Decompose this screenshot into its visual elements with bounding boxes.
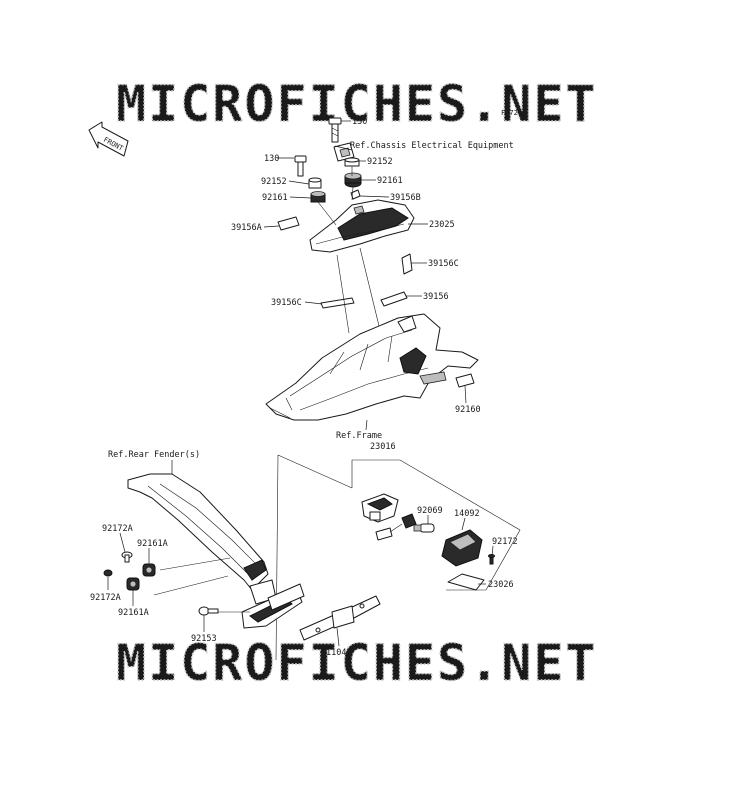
label-39156A: 39156A — [231, 223, 262, 233]
grommet-92161A-upper-icon — [142, 563, 156, 577]
cover-23025-icon — [309, 199, 415, 253]
label-39156: 39156 — [423, 292, 449, 302]
assembly-23016-outline — [275, 454, 521, 661]
socket-icon — [375, 513, 417, 541]
gasket-23026-icon — [447, 573, 485, 591]
lens-cover-14092-icon — [441, 529, 483, 567]
collar-92152-right-icon — [344, 157, 360, 167]
bolt-130-left-icon — [294, 155, 307, 177]
collar-92152-left-icon — [308, 177, 322, 189]
bracket-11045-icon — [299, 595, 381, 641]
grommet-92161A-lower-icon — [126, 577, 140, 591]
label-92069: 92069 — [417, 506, 443, 516]
label-92172: 92172 — [492, 537, 518, 547]
light-housing-23016-icon — [361, 493, 399, 523]
label-92161A-lower: 92161A — [118, 608, 149, 618]
label-92161-left: 92161 — [262, 193, 288, 203]
bolt-130-right-icon — [328, 117, 342, 143]
ref-chassis-electrical: Ref.Chassis Electrical Equipment — [350, 141, 514, 151]
pad-92160-icon — [455, 373, 475, 388]
label-92172A-upper: 92172A — [102, 524, 133, 534]
label-130-left: 130 — [264, 154, 279, 164]
label-92152-left: 92152 — [261, 177, 287, 187]
watermark-top: MICROFICHES.NET — [116, 75, 598, 133]
diagram-code: F2720 — [501, 109, 522, 117]
label-11045: 11045 — [326, 648, 352, 658]
label-130-right: 130 — [352, 117, 367, 127]
label-92160: 92160 — [455, 405, 481, 415]
label-23016: 23016 — [370, 442, 396, 452]
label-92152-right: 92152 — [367, 157, 393, 167]
label-92161-right: 92161 — [377, 176, 403, 186]
bolt-92153-icon — [198, 606, 219, 616]
grommet-92161-left-icon — [310, 191, 326, 203]
label-23025: 23025 — [429, 220, 455, 230]
pad-39156C-right-icon — [401, 253, 413, 275]
screw-92172-icon — [488, 554, 495, 565]
label-39156C-right: 39156C — [428, 259, 459, 269]
label-92153: 92153 — [191, 634, 217, 644]
watermark-bottom: MICROFICHES.NET — [116, 634, 598, 692]
label-92161A-upper: 92161A — [137, 539, 168, 549]
screw-92172A-upper-icon — [121, 551, 133, 563]
label-14092: 14092 — [454, 509, 480, 519]
pad-39156-icon — [380, 291, 408, 307]
grommet-92161-right-icon — [344, 172, 362, 188]
bulb-92069-icon — [413, 523, 435, 533]
label-39156B: 39156B — [390, 193, 421, 203]
ref-rear-fender: Ref.Rear Fender(s) — [108, 450, 200, 460]
plate-light-housing-icon — [241, 583, 305, 629]
screw-92172A-lower-icon — [103, 569, 113, 577]
label-92172A-lower: 92172A — [90, 593, 121, 603]
chassis-connector-icon — [333, 142, 355, 162]
pad-39156C-left-icon — [320, 297, 355, 309]
label-23026: 23026 — [488, 580, 514, 590]
label-39156C-left: 39156C — [271, 298, 302, 308]
rear-fender-bracket-icon — [127, 473, 277, 605]
ref-frame: Ref.Frame — [336, 431, 382, 441]
frame-icon — [265, 313, 479, 421]
pad-39156A-icon — [277, 216, 300, 231]
